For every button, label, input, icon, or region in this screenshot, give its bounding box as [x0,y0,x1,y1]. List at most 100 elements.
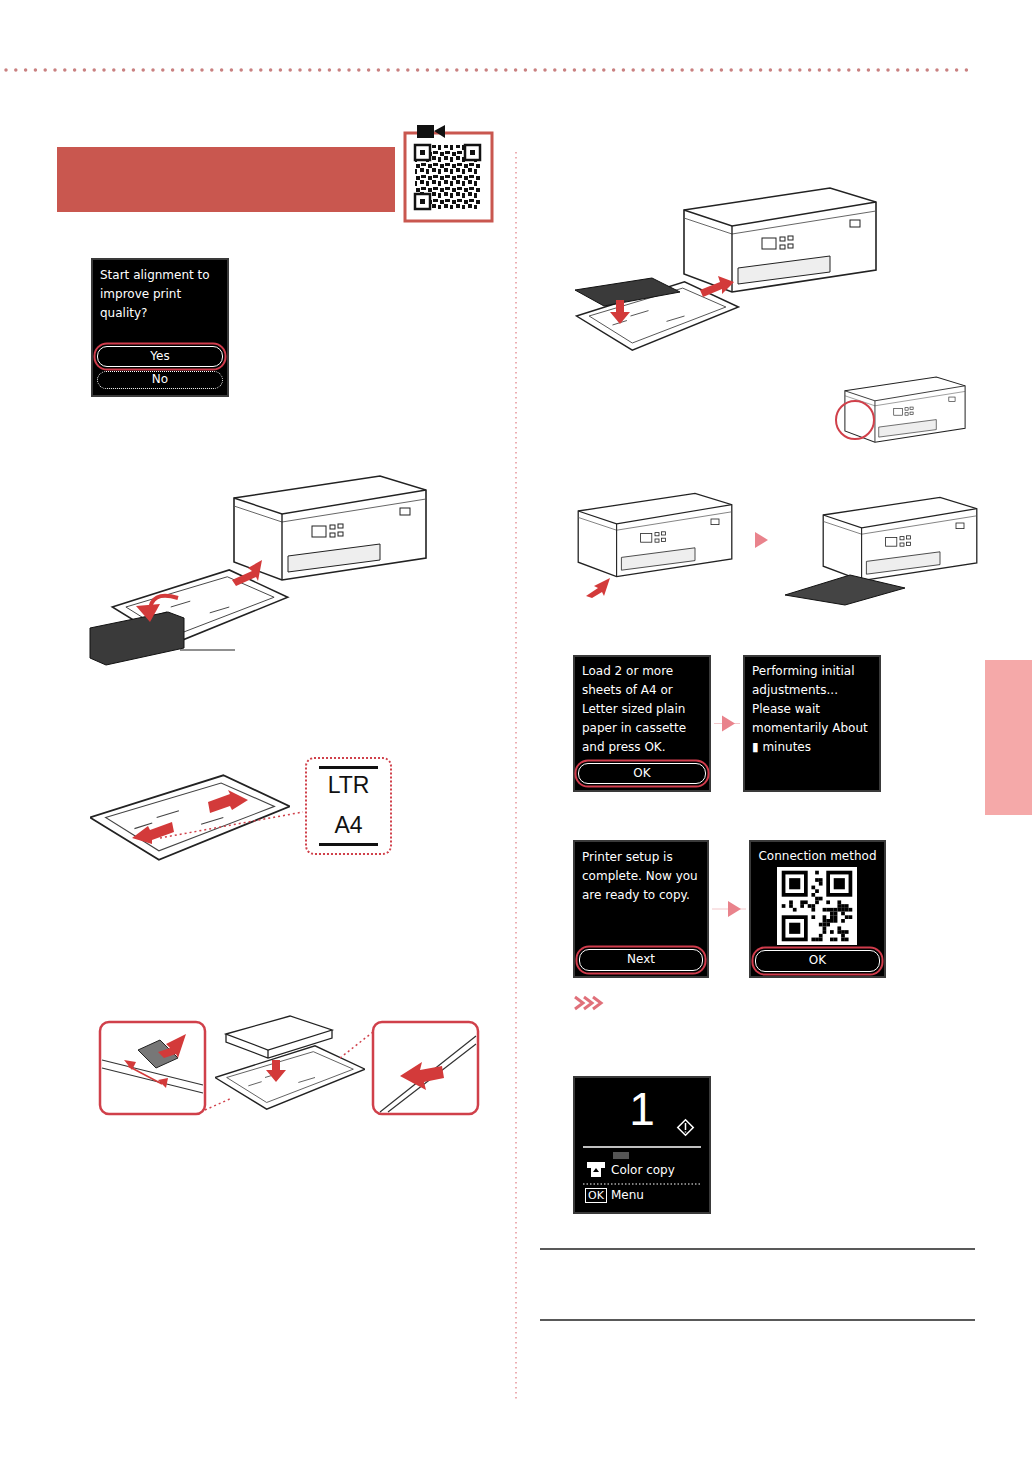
qr-module [819,923,823,927]
screen-message: Load 2 or more sheets of A4 or Letter si… [582,662,706,757]
qr-module [837,900,841,904]
ok-button: OK [755,950,880,972]
button-label: OK [579,764,705,782]
paper-size-label: A4 [307,811,390,839]
selected-button: Yes [97,346,223,367]
qr-frame [405,133,492,221]
screen-message: Performing initial adjustments... Please… [752,662,876,757]
screen-message: Start alignment to improve print quality… [100,266,224,323]
qr-module [830,930,834,934]
button-label: No [98,372,222,387]
detail-inset [373,1022,478,1114]
qr-module [830,915,834,919]
qr-module [830,912,834,916]
paper-size-mark: LTRA4 [305,757,392,855]
qr-module [815,900,819,904]
red-mark [128,1066,162,1084]
qr-module [837,904,841,908]
important-icon [575,997,601,1009]
qr-module [841,919,845,923]
button-label: OK [756,951,879,970]
qr-module [815,871,819,875]
copy-standby-screen: 1Color copyOKMenu [573,1076,711,1214]
qr-module [823,930,827,934]
masked-value [613,1152,629,1159]
qr-module [845,938,849,942]
qr-finder [789,878,800,889]
camera-icon [417,125,434,138]
camera-icon [434,125,445,138]
printer [578,493,732,576]
qr-finder [784,873,806,895]
qr-module [841,904,845,908]
printer [234,476,426,580]
qr-module [830,908,834,912]
qr-module [811,938,815,942]
qr-module [819,938,823,942]
rule-bar [319,766,378,769]
red-arrow [158,1034,186,1058]
qr-module [841,912,845,916]
qr-module [819,878,823,882]
qr-module [834,919,838,923]
qr-module [823,915,827,919]
printer [845,377,965,442]
qr-finder [834,878,845,889]
leader-line [180,649,235,650]
red-arrow [610,300,630,324]
paper-edge [380,1036,476,1112]
qr-module [837,930,841,934]
qr-module [849,915,853,919]
qr-module [782,904,786,908]
qr-module [841,908,845,912]
screen-message: Printer setup is complete. Now you are r… [582,848,704,905]
qr-finder [415,145,480,209]
qr-module [845,904,849,908]
qr-module [823,923,827,927]
qr-module [845,915,849,919]
highlight-circle [836,401,874,439]
dotted-rule [6,68,975,72]
next-button: Next [579,949,703,971]
qr-module [815,938,819,942]
printer [684,188,876,292]
lcd-screen: Printer setup is complete. Now you are r… [573,840,709,978]
ok-button: OK [578,763,706,784]
cassette-cover [575,278,680,306]
red-arrow [266,1060,286,1082]
red-arrow [700,276,734,297]
paper-cassette [90,775,290,859]
printer [823,497,977,580]
qr-module [834,915,838,919]
paper-stack [226,1030,332,1058]
qr-module [804,900,808,904]
red-arrow [132,822,174,844]
lcd-screen: Connection methodOK [749,840,886,978]
column-divider [515,152,516,1400]
qr-module [808,904,812,908]
screen-label: Menu [611,1187,681,1203]
button-label: Yes [98,347,222,365]
qr-module [834,908,838,912]
qr-module [845,930,849,934]
separator [583,1146,701,1148]
qr-finder [828,873,850,895]
cassette-cover [90,612,184,665]
qr-module [811,893,815,897]
qr-module [826,908,830,912]
qr-module [793,908,797,912]
qr-module [830,938,834,942]
button-label: Next [580,950,702,969]
qr-module [834,938,838,942]
detail-inset [100,1022,205,1114]
copy-count: 1 [575,1082,709,1136]
qr-module [834,912,838,916]
step-arrow [714,716,740,732]
qr-module [849,908,853,912]
qr-module [811,908,815,912]
qr-module [800,900,804,904]
qr-module [789,904,793,908]
leader-line [160,812,303,838]
qr-module [837,926,841,930]
